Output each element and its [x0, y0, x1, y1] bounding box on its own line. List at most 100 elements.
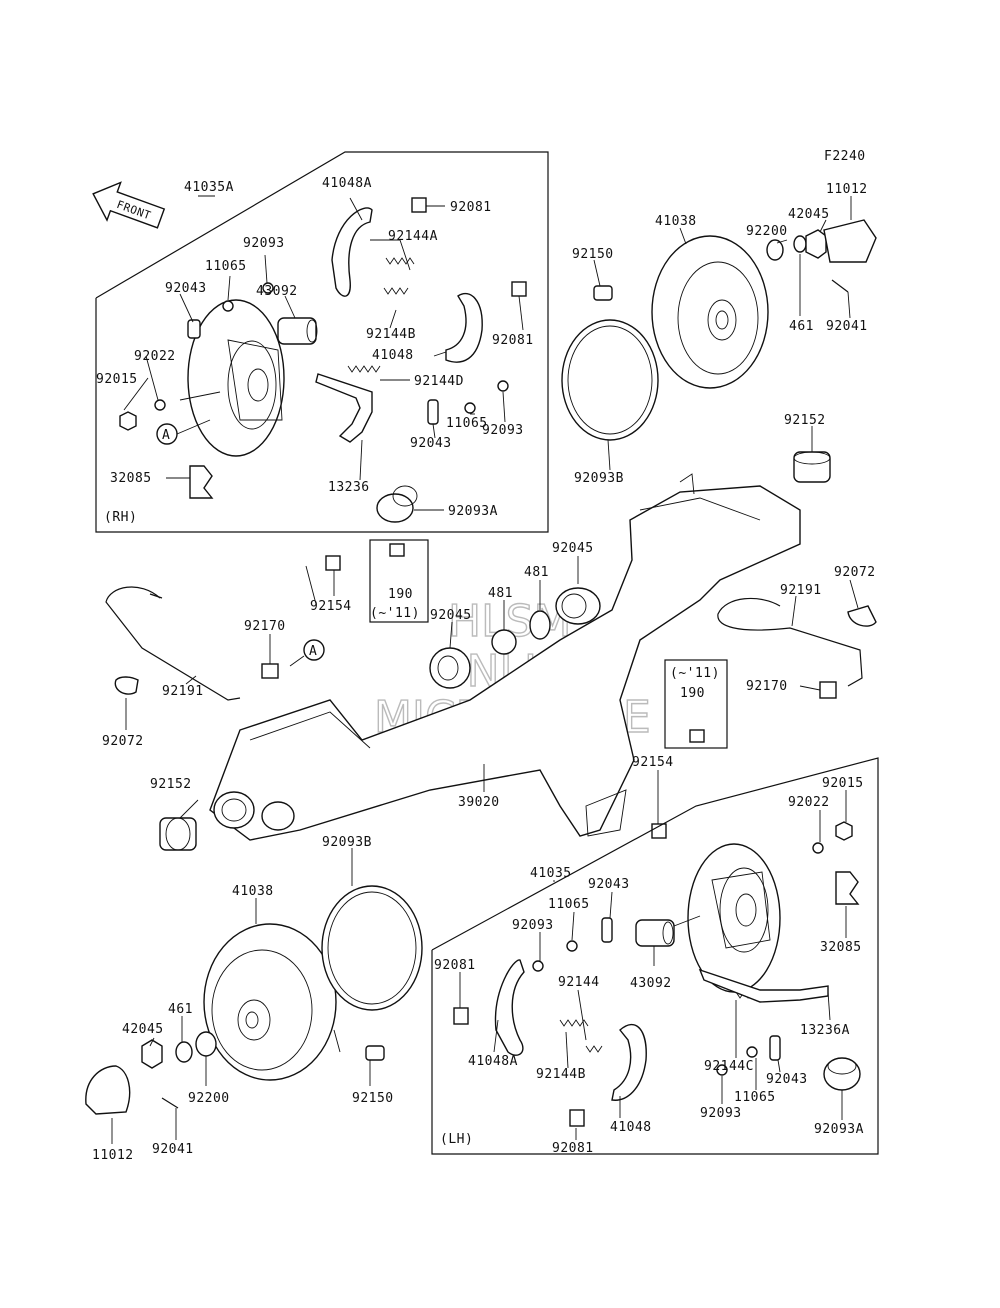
seal-92093B-lh [321, 885, 423, 1011]
label-39020: 39020 [458, 795, 500, 810]
clamp-92072-right [847, 605, 877, 627]
seal-92093B-rh [561, 319, 659, 441]
label-11065-lh: 11065 [548, 897, 590, 912]
center-label-group: 92152 92045 481 481 92045 92154 190 (~'1… [102, 413, 876, 810]
bolt-92150-lh [365, 1045, 385, 1061]
pin-92043-rh [187, 319, 201, 339]
spring-92144-lh [585, 1045, 603, 1053]
pin-92043-lh-b [769, 1035, 781, 1061]
pin-92041-lh [161, 1097, 179, 1109]
label-92093-b: 92093 [482, 423, 524, 438]
clip-92093-rh [262, 282, 274, 294]
pin-92041-rh [831, 279, 849, 293]
label-11065-lh-b: 11065 [734, 1090, 776, 1105]
spring-92144B [383, 287, 409, 295]
label-92093B-lh: 92093B [322, 835, 372, 850]
washer-11065-lh [566, 940, 578, 952]
hose-92191-left [105, 586, 241, 701]
bolt-190-upper [389, 543, 405, 557]
clip-92081-rh-top [411, 197, 427, 213]
label-41048-lh: 41048 [610, 1120, 652, 1135]
marker-a-center [303, 639, 325, 661]
label-92144D: 92144D [414, 374, 464, 389]
label-92022: 92022 [134, 349, 176, 364]
label-92093A-lh: 92093A [814, 1122, 864, 1137]
front-arrow-icon: FRONT [92, 181, 166, 229]
box-190-upper [369, 539, 429, 623]
label-92081: 92081 [492, 333, 534, 348]
spring-92144D [347, 365, 381, 373]
bolt-92154-upper [325, 555, 341, 571]
label-92154-lower: 92154 [632, 755, 674, 770]
ring-481-upper [529, 610, 551, 640]
backing-plate-rh [187, 299, 285, 457]
label-92144B: 92144B [366, 327, 416, 342]
wheel-cylinder-lh [635, 919, 675, 947]
washer-461-rh [793, 235, 807, 253]
label-92015-lh: 92015 [822, 776, 864, 791]
label-42045-lh: 42045 [122, 1022, 164, 1037]
label-92045-lower: 92045 [430, 608, 472, 623]
ring-481-lower [491, 629, 517, 655]
lh-leader-lines [459, 790, 847, 1140]
label-92170-right: 92170 [746, 679, 788, 694]
axle-housing-39020 [209, 473, 801, 841]
grommet-92093A-lh [823, 1057, 861, 1091]
label-92170-left: 92170 [244, 619, 286, 634]
washer-92200-rh [766, 239, 784, 261]
clip-32085-rh [189, 465, 214, 499]
label-92150-rh: 92150 [572, 247, 614, 262]
label-42045-rh: 42045 [788, 207, 830, 222]
label-481-lower: 481 [488, 586, 513, 601]
clip-92093-rh-b [497, 380, 509, 392]
bushing-92152-front [159, 817, 197, 851]
label-92045-upper: 92045 [552, 541, 594, 556]
label-92093B-rh: 92093B [574, 471, 624, 486]
cap-11012-lh [85, 1065, 131, 1115]
label-92144-lh: 92144 [558, 975, 600, 990]
label-92144B-lh: 92144B [536, 1067, 586, 1082]
label-11065-b: 11065 [446, 416, 488, 431]
rh-tag: (RH) [104, 510, 137, 525]
label-11012-lh: 11012 [92, 1148, 134, 1163]
label-190-lower: 190 [680, 686, 705, 701]
label-92200-rh: 92200 [746, 224, 788, 239]
clip-92093-lh-b [716, 1064, 728, 1076]
label-32085: 32085 [110, 471, 152, 486]
label-92043-b: 92043 [410, 436, 452, 451]
label-92191-right: 92191 [780, 583, 822, 598]
label-92041-rh: 92041 [826, 319, 868, 334]
clip-92081-lh-top [453, 1007, 469, 1025]
label-461-lh: 461 [168, 1002, 193, 1017]
label-92200-lh: 92200 [188, 1091, 230, 1106]
brake-drum-41038-lh [203, 923, 337, 1081]
label-13236A-lh: 13236A [800, 1023, 850, 1038]
label-92152-rear: 92152 [784, 413, 826, 428]
bushing-92045-lower [429, 647, 471, 689]
drum-lh-label-group: 41038 92093B 461 42045 92200 92150 11012… [92, 835, 393, 1163]
label-92041-lh: 92041 [152, 1142, 194, 1157]
clamp-92170-right [819, 681, 837, 699]
bolt-92150-rh [593, 285, 613, 301]
label-41048A-lh: 41048A [468, 1054, 518, 1069]
label-92043-lh-b: 92043 [766, 1072, 808, 1087]
lh-group-box [431, 757, 879, 1155]
lever-13236 [315, 373, 373, 443]
label-92152-front: 92152 [150, 777, 192, 792]
washer-11065-rh-b [464, 402, 476, 414]
label-92144A: 92144A [388, 229, 438, 244]
label-43092-lh: 43092 [630, 976, 672, 991]
label-190-upper: 190 [388, 587, 413, 602]
rh-group-box [95, 151, 549, 533]
washer-92200-lh [195, 1031, 217, 1057]
clip-92093-lh [532, 960, 544, 972]
brake-shoe-rh-b [445, 293, 483, 363]
label-92015: 92015 [96, 372, 138, 387]
label-41038-lh: 41038 [232, 884, 274, 899]
spring-92144A [385, 257, 415, 265]
grommet-92093A-rh [376, 485, 418, 523]
label-92072-right: 92072 [834, 565, 876, 580]
label-41048A: 41048A [322, 176, 372, 191]
